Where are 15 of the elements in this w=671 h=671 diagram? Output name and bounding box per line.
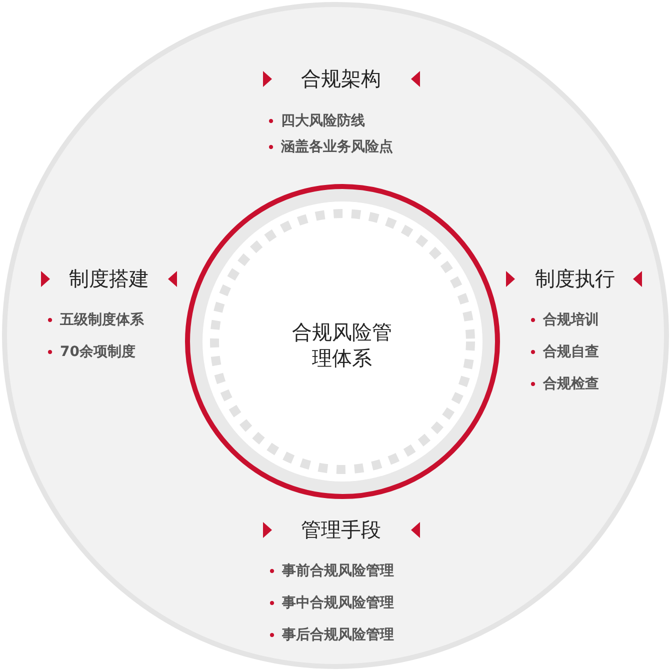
bullet-item: 合规检查 [531,375,599,393]
section-heading: 管理手段 [301,516,381,544]
section-heading: 制度搭建 [69,266,149,292]
section-heading: 制度执行 [535,266,615,292]
bullet-item: 五级制度体系 [48,311,144,329]
bullet-item: 合规自查 [531,343,599,361]
bullet-item: 70余项制度 [48,343,136,361]
bullet-item: 合规培训 [531,311,599,329]
bullet-item: 四大风险防线 [269,112,365,130]
bullet-item: 涵盖各业务风险点 [269,138,393,156]
center-title: 合规风险管理体系 [292,319,392,371]
bullet-item: 事后合规风险管理 [270,626,394,644]
bullet-item: 事前合规风险管理 [270,562,394,580]
bullet-item: 事中合规风险管理 [270,594,394,612]
section-heading: 合规架构 [301,66,381,92]
